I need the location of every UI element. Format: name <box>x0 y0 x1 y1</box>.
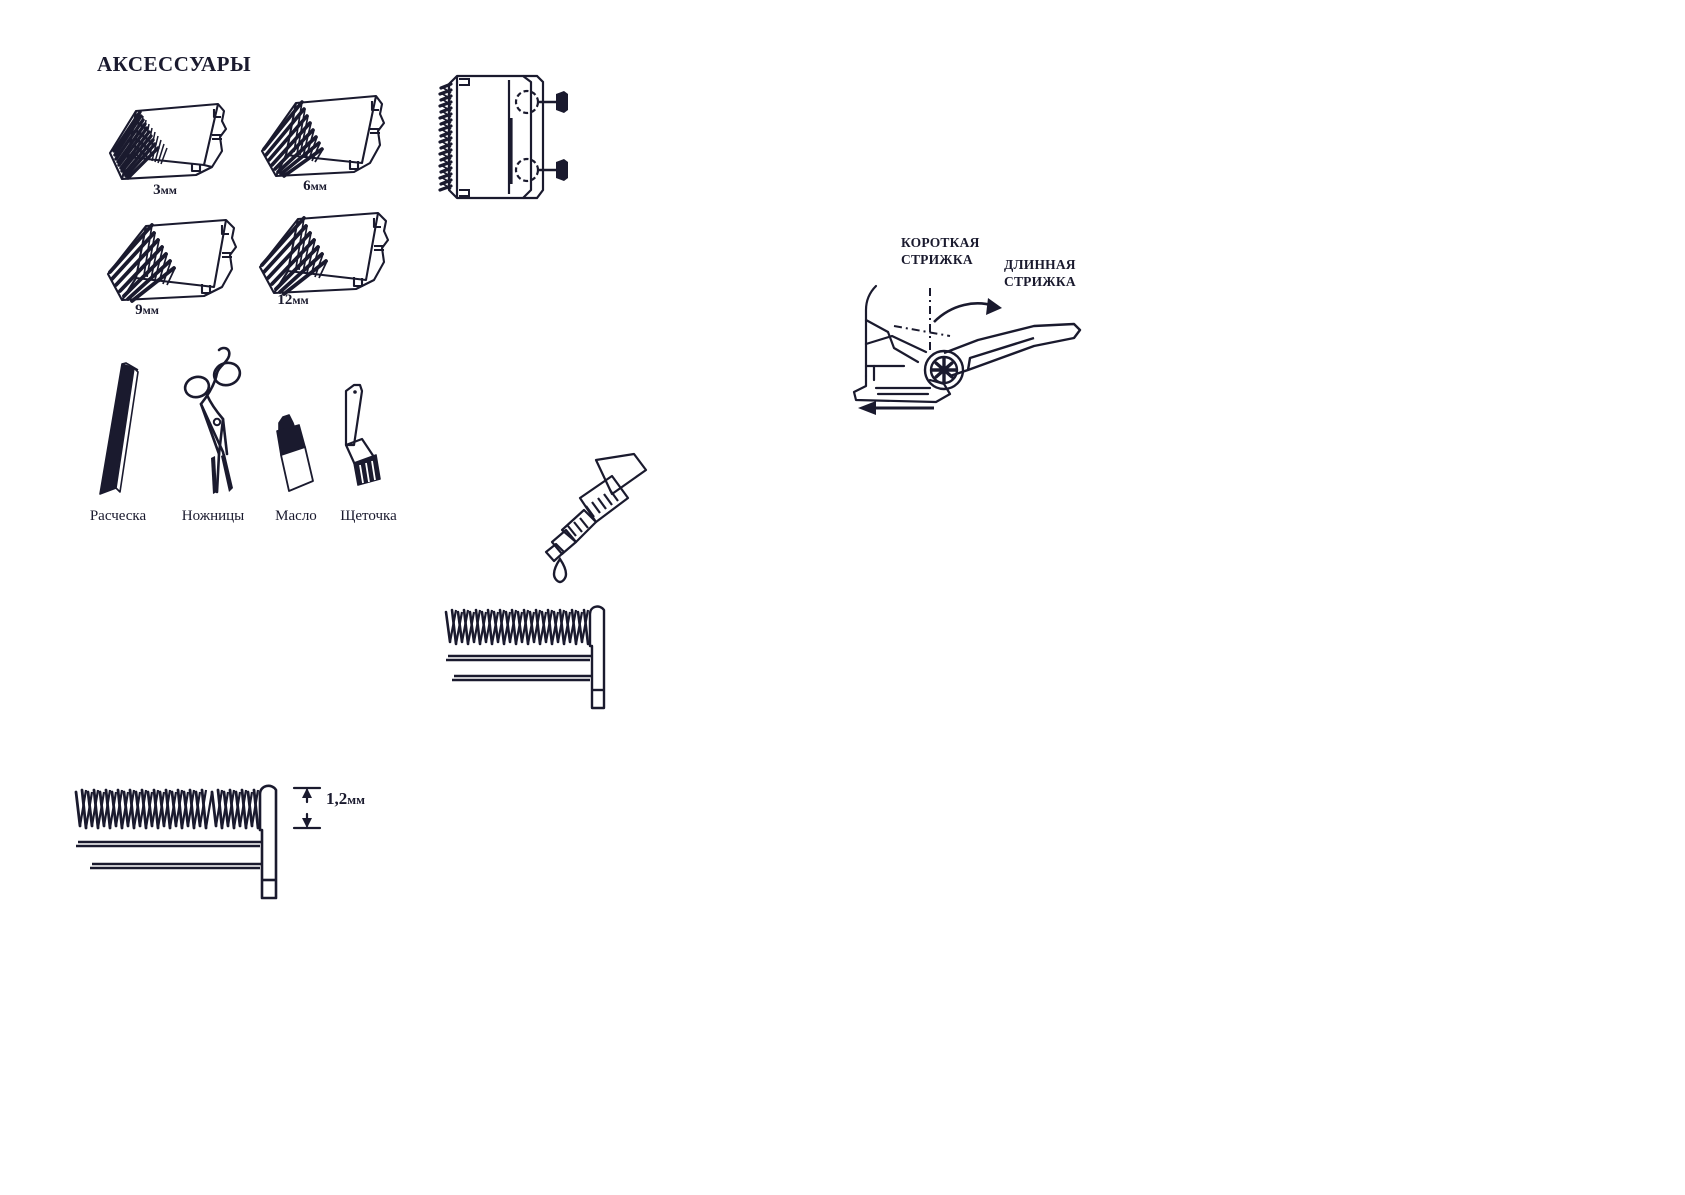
comb-guard-6mm-unit: мм <box>310 179 327 193</box>
cleaning-brush-icon <box>344 383 381 486</box>
tool-hair-comb-label: Расческа <box>89 508 147 524</box>
comb-guard-icon <box>106 218 238 303</box>
comb-guard-9mm-label: 9мм <box>82 302 212 319</box>
comb-guard-3mm-label: 3мм <box>100 182 230 199</box>
comb-guard-6mm <box>250 85 390 185</box>
blade-top-view-diagram <box>440 600 630 720</box>
comb-guard-3mm-unit: мм <box>160 183 177 197</box>
tool-oil-bottle <box>265 414 327 495</box>
comb-guard-12mm <box>250 205 395 300</box>
blade-gap-measurement: 1,2мм <box>326 789 365 809</box>
comb-guard-icon <box>258 211 390 296</box>
clipper-blade-assembly-icon <box>438 74 568 200</box>
blade-gap-value: 1,2 <box>326 789 348 808</box>
tool-hair-comb <box>88 362 168 497</box>
scissors-icon <box>183 346 242 494</box>
tool-cleaning-brush-label: Щеточка <box>340 508 397 524</box>
comb-guard-icon <box>260 94 386 178</box>
comb-guard-9mm-unit: мм <box>142 303 159 317</box>
comb-guard-12mm-size: 12 <box>277 292 293 308</box>
short-cut-label: КОРОТКАЯ СТРИЖКА <box>901 235 980 268</box>
blade-assembly <box>435 60 595 220</box>
comb-guard-9mm <box>98 212 243 307</box>
oil-bottle-icon <box>276 414 314 492</box>
comb-guard-9mm-size: 9 <box>135 302 143 318</box>
comb-guard-12mm-label: 12мм <box>228 292 358 309</box>
tool-cleaning-brush <box>334 383 399 493</box>
blade-gap-diagram <box>70 780 320 910</box>
left-arrow-icon <box>858 401 934 415</box>
oiling-diagram <box>534 448 659 584</box>
blade-gap-unit: мм <box>347 792 365 807</box>
comb-guard-3mm-size: 3 <box>153 182 161 198</box>
comb-guard-6mm-size: 6 <box>303 178 311 194</box>
tool-oil-bottle-label: Масло <box>275 508 317 524</box>
blade-gap-dimension <box>290 782 324 834</box>
page-title: АКСЕССУАРЫ <box>97 52 252 76</box>
long-cut-label: ДЛИННАЯ СТРИЖКА <box>1004 257 1076 290</box>
comb-guard-3mm <box>100 95 230 185</box>
comb-guard-6mm-label: 6мм <box>250 178 380 195</box>
oil-bottle-dropper-icon <box>544 452 648 584</box>
screw-head-icon <box>930 356 958 384</box>
comb-guard-icon <box>108 102 228 181</box>
dimension-arrow-icon <box>292 786 322 830</box>
oil-drop-icon <box>552 556 568 584</box>
clipper-blade-top-view-icon <box>444 605 606 710</box>
clipper-lever-adjustment-icon <box>852 284 1082 415</box>
comb-guard-12mm-unit: мм <box>292 293 309 307</box>
hair-comb-icon <box>99 362 139 495</box>
tool-scissors-label: Ножницы <box>181 508 245 524</box>
curved-arrow-icon <box>933 298 1002 323</box>
clipper-blade-gap-icon <box>74 784 278 900</box>
lever-adjustment-diagram <box>818 278 1098 418</box>
tool-scissors <box>175 342 265 497</box>
